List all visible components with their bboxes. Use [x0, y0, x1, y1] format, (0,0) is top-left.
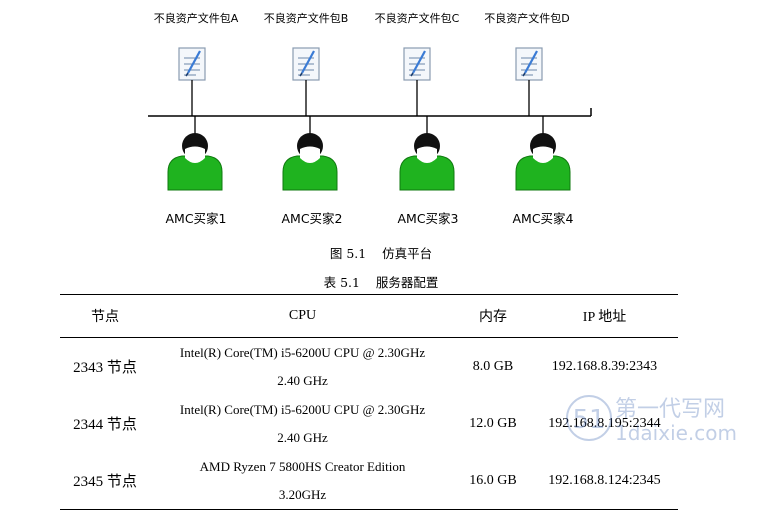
- document-icon-c: [402, 46, 432, 82]
- buyer-person-icon-4: [515, 132, 571, 191]
- header-memory: 内存: [455, 294, 531, 338]
- cpu-line-1: Intel(R) Core(TM) i5-6200U CPU @ 2.30GHz: [179, 401, 426, 417]
- watermark-logo: 51: [572, 405, 605, 435]
- document-icon-a: [177, 46, 207, 82]
- cpu-cell: Intel(R) Core(TM) i5-6200U CPU @ 2.30GHz…: [150, 395, 455, 452]
- table-row: 2344 节点 Intel(R) Core(TM) i5-6200U CPU @…: [60, 395, 678, 452]
- table-row: 2345 节点 AMD Ryzen 7 5800HS Creator Editi…: [60, 452, 678, 510]
- package-label-a: 不良资产文件包A: [153, 12, 239, 25]
- watermark-text-cn: 第一代写网: [615, 397, 725, 422]
- document-icon-d: [514, 46, 544, 82]
- buyer-label-1: AMC买家1: [165, 211, 227, 226]
- simulation-platform-diagram: [148, 46, 592, 191]
- node-cell: 2343 节点: [73, 360, 137, 376]
- header-node: 节点: [60, 294, 150, 338]
- ip-cell: 192.168.8.39:2343: [551, 358, 658, 374]
- document-icon-b: [291, 46, 321, 82]
- cpu-line-2: 3.20GHz: [278, 486, 327, 502]
- table-caption: 表 5.1 服务器配置: [323, 275, 439, 290]
- buyer-label-4: AMC买家4: [512, 211, 574, 226]
- table-row: 2343 节点 Intel(R) Core(TM) i5-6200U CPU @…: [60, 338, 678, 396]
- cpu-cell: Intel(R) Core(TM) i5-6200U CPU @ 2.30GHz…: [150, 338, 455, 396]
- node-cell: 2344 节点: [73, 417, 137, 433]
- header-cpu: CPU: [150, 294, 455, 338]
- header-ip: IP 地址: [531, 294, 678, 338]
- watermark-text-en: 1daixie.com: [615, 421, 737, 445]
- memory-cell: 8.0 GB: [472, 358, 514, 374]
- buyer-label-2: AMC买家2: [281, 211, 343, 226]
- buyer-person-icon-1: [167, 132, 223, 191]
- memory-cell: 16.0 GB: [455, 452, 531, 510]
- memory-cell: 12.0 GB: [469, 415, 517, 431]
- package-label-b: 不良资产文件包B: [263, 12, 349, 25]
- cpu-line-1: Intel(R) Core(TM) i5-6200U CPU @ 2.30GHz: [179, 344, 426, 360]
- cpu-line-1: AMD Ryzen 7 5800HS Creator Edition: [199, 458, 406, 474]
- package-label-d: 不良资产文件包D: [484, 12, 570, 25]
- node-cell: 2345 节点: [60, 452, 150, 510]
- figure-caption: 图 5.1 仿真平台: [329, 246, 433, 261]
- buyer-person-icon-2: [282, 132, 338, 191]
- server-config-table: 节点 CPU 内存 IP 地址 2343 节点 Intel(R) Core(TM…: [60, 294, 678, 510]
- ip-cell: 192.168.8.124:2345: [531, 452, 678, 510]
- watermark: 51 第一代写网 1daixie.com: [566, 395, 737, 445]
- buyer-person-icon-3: [399, 132, 455, 191]
- cpu-line-2: 2.40 GHz: [277, 429, 328, 445]
- cpu-line-2: 2.40 GHz: [277, 372, 328, 388]
- buyer-label-3: AMC买家3: [397, 211, 459, 226]
- package-label-c: 不良资产文件包C: [374, 12, 460, 25]
- ip-cell: 192.168.8.195:2344: [548, 415, 661, 431]
- table-header-row: 节点 CPU 内存 IP 地址: [60, 294, 678, 338]
- cpu-cell: AMD Ryzen 7 5800HS Creator Edition 3.20G…: [150, 452, 455, 510]
